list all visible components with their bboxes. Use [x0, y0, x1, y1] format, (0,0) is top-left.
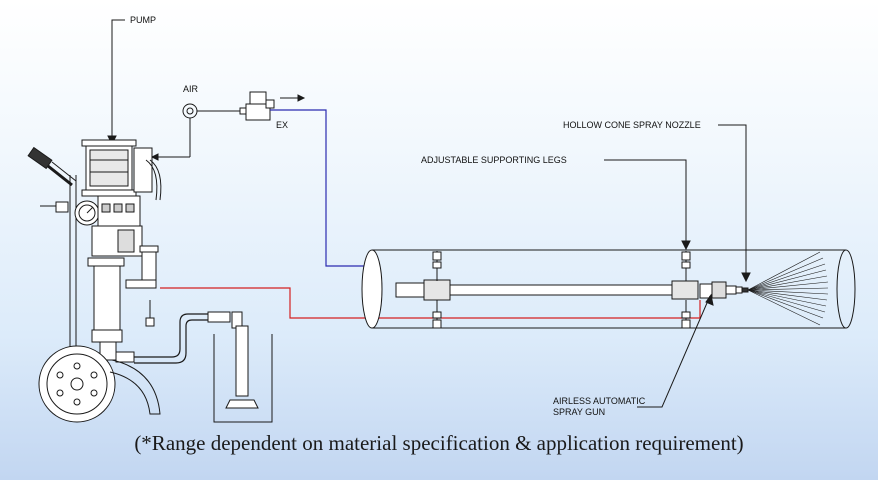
- air-label: AIR: [183, 84, 199, 94]
- air-inlet: [150, 103, 245, 161]
- caption: (*Range dependent on material specificat…: [134, 431, 744, 455]
- pump-callout: [107, 19, 125, 146]
- pump-unit: [27, 139, 273, 423]
- legs-callout: [604, 159, 691, 251]
- gun-callout: [637, 293, 714, 408]
- spray-tube: [361, 249, 856, 329]
- pump-label: PUMP: [130, 15, 156, 25]
- spray-cone: [747, 251, 829, 326]
- nozzle-callout: [718, 124, 751, 283]
- nozzle-label: HOLLOW CONE SPRAY NOZZLE: [563, 120, 701, 130]
- material-line: [160, 287, 701, 319]
- gun-label-line2: SPRAY GUN: [553, 407, 605, 417]
- air-valve: [239, 91, 306, 121]
- ex-label: EX: [276, 120, 288, 130]
- legs-label: ADJUSTABLE SUPPORTING LEGS: [421, 155, 567, 165]
- gun-label-line1: AIRLESS AUTOMATIC: [553, 396, 646, 406]
- gun-carriage: [395, 251, 749, 329]
- air-line: [270, 109, 372, 267]
